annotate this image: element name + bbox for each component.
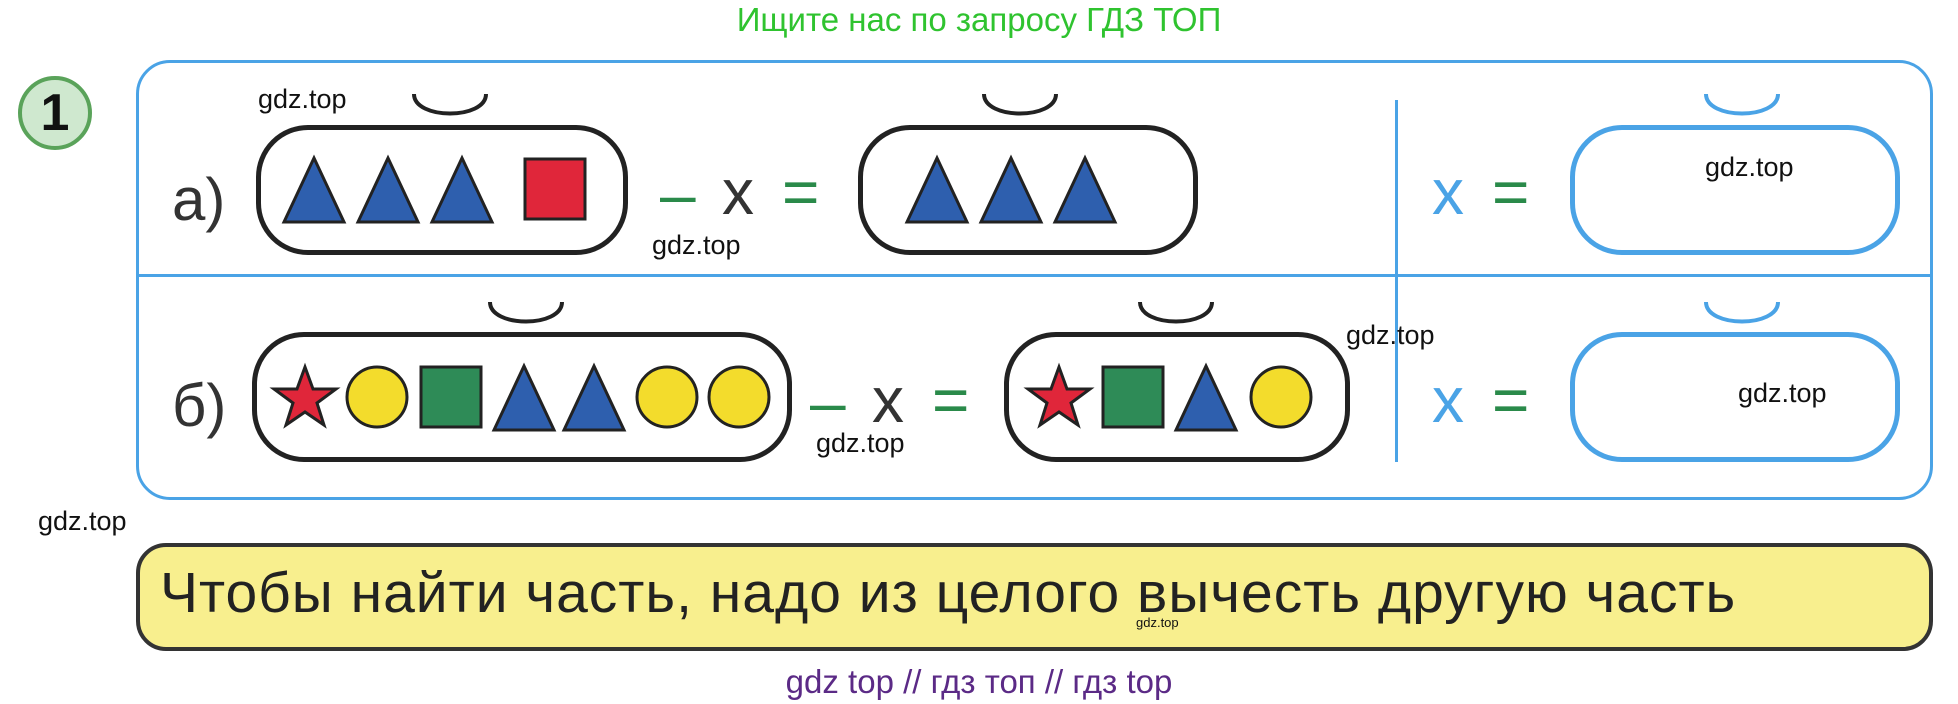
watermark: gdz.top (1136, 615, 1179, 630)
blue-triangle-icon (904, 154, 970, 224)
row-b-answer-box[interactable] (1570, 332, 1900, 462)
task-number-badge: 1 (18, 76, 92, 150)
row-a-label: а) (172, 166, 226, 233)
green-square-icon (419, 365, 483, 429)
watermark: gdz.top (1705, 152, 1794, 182)
blue-triangle-icon (978, 154, 1044, 224)
red-star-icon (1023, 362, 1095, 429)
row-a-answer-x: х (1432, 156, 1464, 228)
exercise-frame (136, 60, 1933, 500)
blue-triangle-icon (491, 362, 557, 432)
rule-text: Чтобы найти часть, надо из целого вычест… (160, 561, 1737, 625)
row-b-answer-x: х (1432, 364, 1464, 436)
blue-triangle-icon (281, 154, 347, 224)
rule-box (136, 543, 1933, 651)
watermark: gdz.top (816, 428, 905, 458)
row-b-x: х (872, 364, 904, 436)
red-square-icon (523, 157, 587, 221)
row-b-right-shapes (1023, 358, 1326, 438)
blue-triangle-icon (429, 154, 495, 224)
yellow-circle-icon (1249, 365, 1313, 429)
brace-b-answer (1704, 301, 1780, 324)
row-a-minus: – (660, 158, 696, 230)
green-square-icon (1101, 365, 1165, 429)
yellow-circle-icon (345, 365, 409, 429)
row-a-right-shapes (904, 150, 1165, 230)
bottom-banner: gdz top // гдз топ // гдз top (785, 663, 1173, 700)
watermark: gdz.top (38, 506, 127, 536)
row-b-answer-equals: = (1492, 364, 1530, 436)
row-a-answer-equals: = (1492, 156, 1530, 228)
row-a-answer-box[interactable] (1570, 125, 1900, 255)
brace-a-left (412, 93, 488, 116)
row-b-left-shapes (269, 358, 772, 438)
row-b-equals: = (932, 364, 970, 436)
row-b-minus: – (810, 366, 846, 438)
brace-a-right (982, 93, 1058, 116)
row-divider (138, 274, 1931, 277)
row-a-x: х (722, 156, 754, 228)
row-a-equals: = (782, 156, 820, 228)
watermark: gdz.top (652, 230, 741, 260)
brace-b-left (488, 301, 564, 324)
brace-a-answer (1704, 93, 1780, 116)
blue-triangle-icon (561, 362, 627, 432)
blue-triangle-icon (355, 154, 421, 224)
watermark: gdz.top (258, 84, 347, 114)
top-banner: Ищите нас по запросу ГДЗ ТОП (736, 1, 1222, 38)
blue-triangle-icon (1052, 154, 1118, 224)
row-a-part-pill (858, 125, 1198, 255)
row-b-label: б) (172, 372, 227, 439)
watermark: gdz.top (1738, 378, 1827, 408)
brace-b-right (1138, 301, 1214, 324)
row-a-left-shapes (281, 150, 612, 230)
yellow-circle-icon (635, 365, 699, 429)
column-divider (1395, 100, 1398, 462)
watermark: gdz.top (1346, 320, 1435, 350)
red-star-icon (269, 362, 341, 429)
yellow-circle-icon (707, 365, 771, 429)
blue-triangle-icon (1173, 362, 1239, 432)
